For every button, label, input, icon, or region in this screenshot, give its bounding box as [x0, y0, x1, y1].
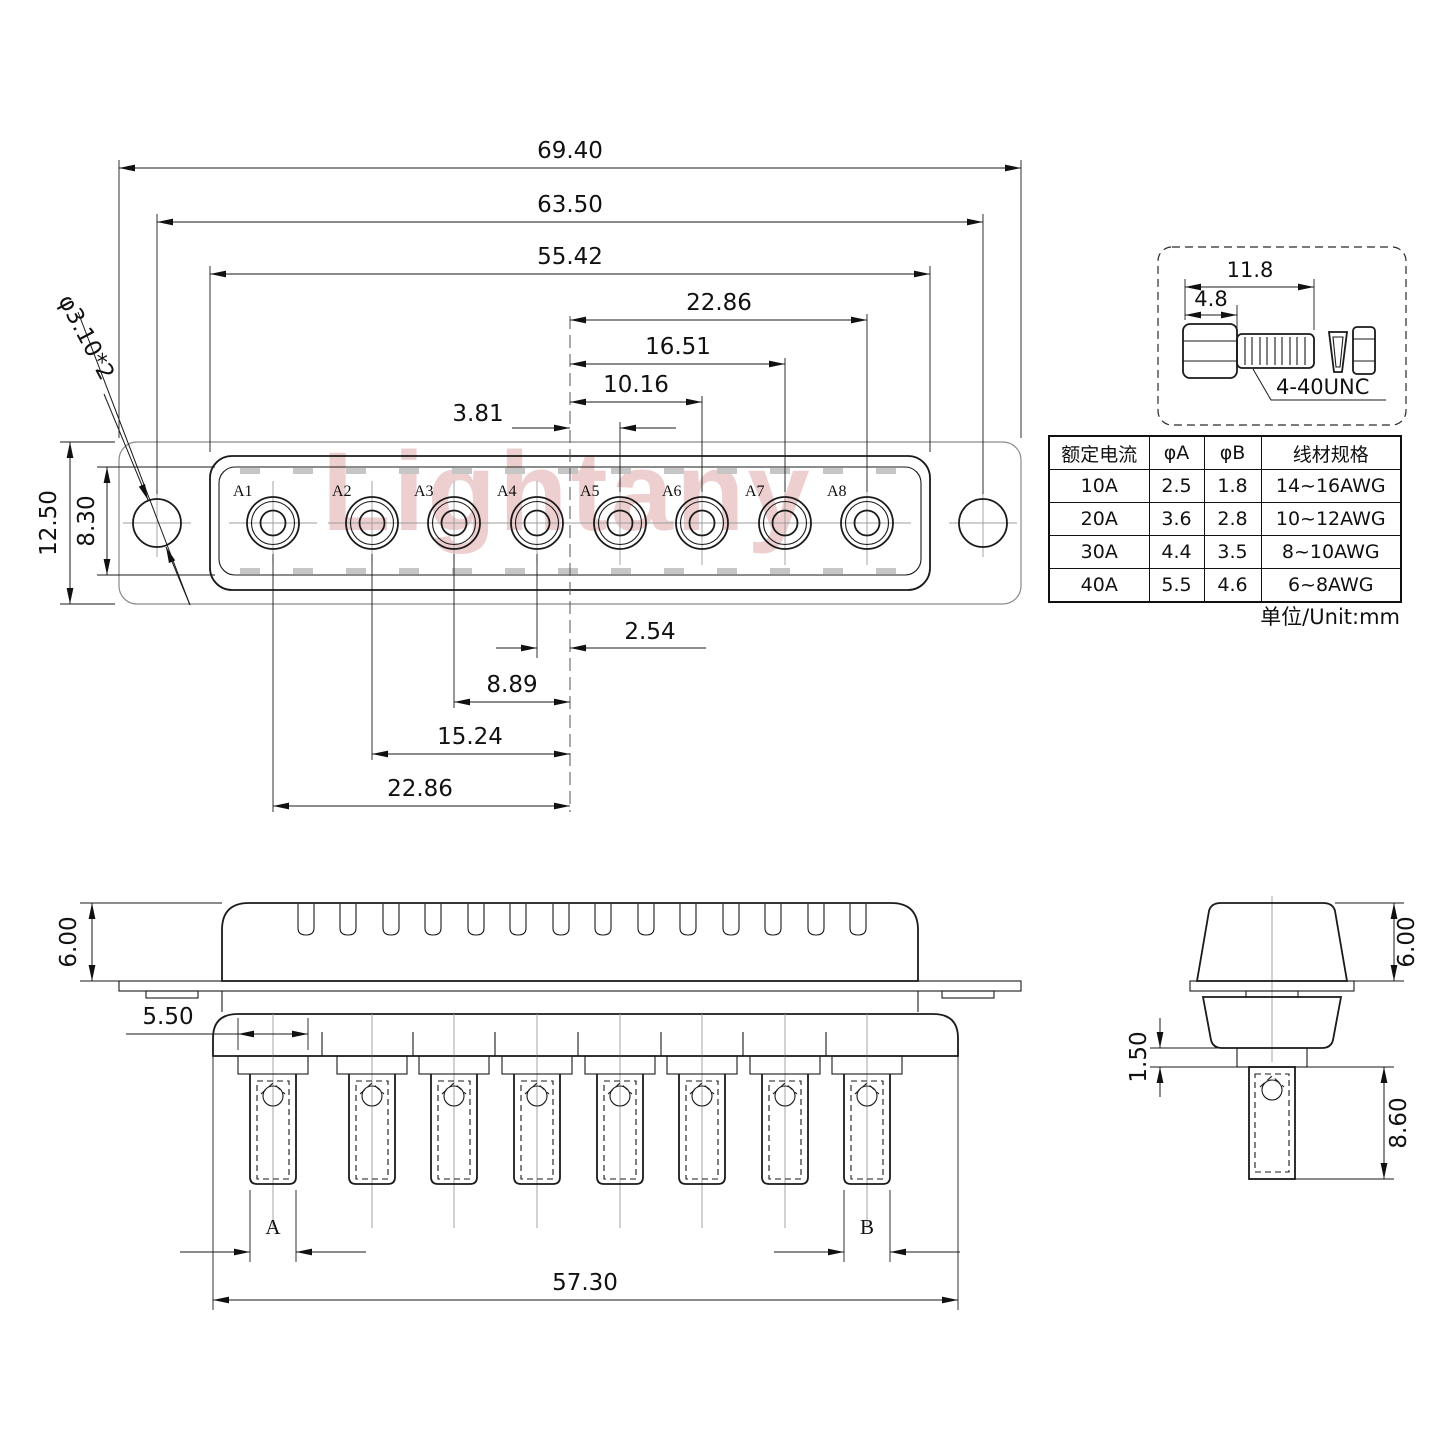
hood-side: [1195, 902, 1349, 982]
unit-note: 单位/Unit:mm: [1260, 605, 1400, 629]
dim-hood-height-side: 6.00: [1394, 916, 1420, 967]
spec-cell: 10~12AWG: [1260, 502, 1402, 536]
spec-table: 额定电流 φA φB 线材规格 10A 2.5 1.8 14~16AWG 20A…: [1048, 435, 1402, 603]
table-row: 30A 4.4 3.5 8~10AWG: [1048, 535, 1402, 569]
dim-a8-offset: 22.86: [686, 290, 752, 316]
dim-flange-step: 1.50: [1126, 1031, 1152, 1082]
pin-label-a7: A7: [745, 483, 765, 500]
dim-pin-a-label: A: [265, 1215, 281, 1239]
pin-label-a8: A8: [827, 483, 847, 500]
pin-label-a1: A1: [233, 483, 253, 500]
flange-profile: [118, 980, 1022, 992]
spec-cell: 40A: [1048, 568, 1150, 603]
dim-a5-offset: 3.81: [452, 401, 503, 427]
screw-threads: [1244, 337, 1306, 365]
hood-slots: [297, 903, 867, 936]
mount-hole-right: [949, 489, 1017, 557]
screw-head: [1182, 323, 1238, 379]
pin-label-a5: A5: [580, 483, 600, 500]
dim-flange-height: 12.50: [36, 490, 62, 556]
spec-header-current: 额定电流: [1048, 435, 1150, 470]
spec-cell: 4.6: [1203, 568, 1262, 603]
dim-a7-offset: 16.51: [645, 334, 711, 360]
pin-side: [1248, 1066, 1296, 1180]
spec-cell: 6~8AWG: [1260, 568, 1402, 603]
mount-hole-callout: φ3.10*2: [53, 291, 191, 606]
spec-cell: 8~10AWG: [1260, 535, 1402, 569]
pin-label-a2: A2: [332, 483, 352, 500]
dim-mount-hole: φ3.10*2: [53, 291, 119, 385]
shell-inner-outline: [218, 466, 922, 576]
side-view: 6.00 1.50 8.60: [1126, 896, 1420, 1180]
table-row: 20A 3.6 2.8 10~12AWG: [1048, 502, 1402, 536]
bottom-view: 6.00 5.50 A B 57.30: [56, 902, 1022, 1310]
dim-pin-b-label: B: [860, 1215, 874, 1239]
body-divisions: [321, 1032, 827, 1056]
screw-end-view: [1352, 326, 1376, 375]
dim-shell-width: 55.42: [537, 244, 603, 270]
spec-cell: 30A: [1048, 535, 1150, 569]
thread-label: 4-40UNC: [1276, 375, 1369, 399]
dim-overall-width: 69.40: [537, 138, 603, 164]
dim-screw-length: 11.8: [1227, 258, 1274, 282]
dim-mount-span: 63.50: [537, 192, 603, 218]
dim-a6-offset: 10.16: [603, 372, 669, 398]
dim-a1-offset: 22.86: [387, 776, 453, 802]
spec-cell: 5.5: [1148, 568, 1205, 603]
table-row: 10A 2.5 1.8 14~16AWG: [1048, 469, 1402, 503]
hood-outline: [221, 902, 919, 982]
screw-shaft: [1236, 333, 1315, 369]
solder-pins: [237, 1013, 903, 1229]
spec-cell: 10A: [1048, 469, 1150, 503]
dim-a2-offset: 15.24: [437, 724, 503, 750]
insert-body: [212, 1013, 959, 1057]
screw-detail: 11.8 4.8 4-40UNC: [1157, 246, 1407, 426]
dim-shell-height: 8.30: [74, 495, 100, 546]
pin-label-a6: A6: [662, 483, 682, 500]
watermark: Lightany: [322, 429, 813, 554]
body-side: [1201, 996, 1343, 1049]
spec-cell: 2.5: [1148, 469, 1205, 503]
dim-a3-offset: 8.89: [486, 672, 537, 698]
spec-cell: 1.8: [1203, 469, 1262, 503]
spec-cell: 2.8: [1203, 502, 1262, 536]
spec-cell: 3.6: [1148, 502, 1205, 536]
spec-cell: 4.4: [1148, 535, 1205, 569]
dim-screw-head: 4.8: [1194, 287, 1227, 311]
spec-header-phi-a: φA: [1148, 435, 1205, 470]
dim-body-width: 57.30: [552, 1270, 618, 1296]
table-row: 40A 5.5 4.6 6~8AWG: [1048, 568, 1402, 603]
dim-hood-height-bottom: 6.00: [56, 916, 82, 967]
dim-a4-offset: 2.54: [624, 619, 675, 645]
spec-cell: 14~16AWG: [1260, 469, 1402, 503]
mount-hole-left: [123, 489, 191, 557]
screw-wedge-view: [1327, 331, 1349, 373]
spec-cell: 20A: [1048, 502, 1150, 536]
pin-label-a3: A3: [414, 483, 434, 500]
pin-label-a4: A4: [497, 483, 517, 500]
dim-pin-length: 8.60: [1386, 1097, 1412, 1148]
spec-cell: 3.5: [1203, 535, 1262, 569]
spec-header-phi-b: φB: [1203, 435, 1262, 470]
spec-header-wire: 线材规格: [1260, 435, 1402, 470]
face-view: A1 A2 A3 A4 A5 A6 A7 A8 69.40 6: [36, 138, 1022, 812]
dim-first-pin-offset: 5.50: [142, 1004, 193, 1030]
